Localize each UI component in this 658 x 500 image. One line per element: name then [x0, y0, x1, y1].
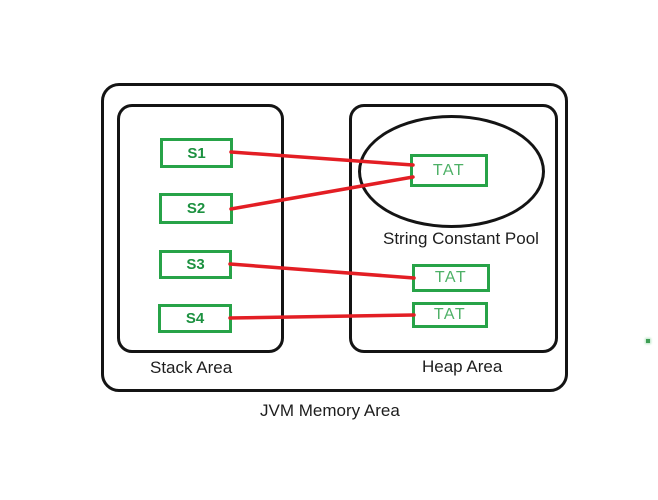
stack-area-label: Stack Area	[150, 358, 233, 377]
string-constant-pool-label: String Constant Pool	[383, 229, 539, 248]
stack-box-s1-label: S1	[187, 144, 206, 162]
stack-area-outline	[117, 104, 284, 353]
string-constant-pool-ellipse	[358, 115, 545, 228]
heap-box-tat-1-label: TAT	[434, 269, 468, 286]
stack-box-s4: S4	[158, 304, 232, 333]
stack-box-s2: S2	[159, 193, 233, 224]
stack-box-s3-label: S3	[186, 256, 205, 273]
heap-area-outline	[349, 104, 558, 353]
heap-area-label: Heap Area	[422, 357, 503, 376]
heap-box-tat-1: TAT	[412, 264, 490, 292]
jvm-memory-area-label: JVM Memory Area	[260, 401, 400, 420]
heap-box-tat-2: TAT	[412, 302, 488, 328]
stack-box-s1: S1	[160, 138, 233, 168]
stack-box-s3: S3	[159, 250, 232, 279]
heap-box-tat-2-label: TAT	[433, 306, 467, 323]
jvm-memory-area-outline	[101, 83, 568, 392]
heap-box-tat-pool: TAT	[410, 154, 488, 187]
stray-green-dot	[646, 339, 650, 343]
stack-box-s2-label: S2	[186, 200, 206, 217]
heap-box-tat-pool-label: TAT	[432, 161, 466, 179]
stack-box-s4-label: S4	[185, 310, 205, 327]
